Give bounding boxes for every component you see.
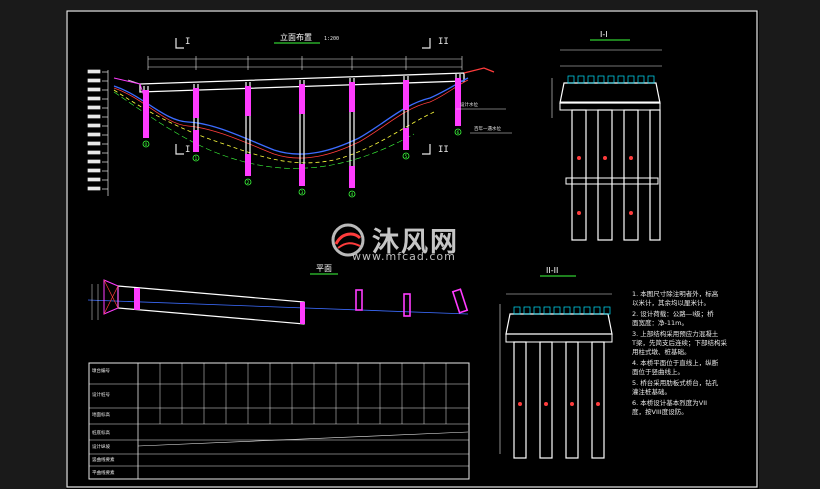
table-row-label-3: 桩底标高 [92,429,110,436]
note-line: 度，按VIII度设防。 [632,407,688,416]
pier-label-3: 3 [301,190,304,196]
elevation-view: I II I II 立面布置 1:200 [84,26,514,206]
section-I-view: I-I [546,28,672,248]
table-row-label-6: 平曲线要素 [92,469,115,476]
notes-panel: 1. 本图尺寸除注明者外，标高以米计，其余均以厘米计。 2. 设计荷载：公路—I级… [630,288,756,458]
watermark: 沐风网 www.mfcad.com [328,218,498,268]
data-table: 墩台编号 设计桩号 地面标高 桩底标高 设计纵坡 竖曲线要素 平曲线要素 [88,362,470,482]
note-line: 面位于竖曲线上。 [632,367,684,376]
pier-label-4: 4 [351,192,354,198]
section-II-title: II-II [546,266,558,275]
section-I-title: I-I [600,30,608,39]
table-row-label-2: 地面标高 [92,411,110,418]
section-I-bottom-label: I [185,145,190,155]
note-line: 面宽度：净-11m。 [632,318,688,327]
drawing-sheet [66,10,759,489]
table-row-label-1: 设计桩号 [92,391,110,398]
watermark-name: 沐风网 [372,227,459,258]
pier-label-1: 1 [195,156,198,162]
elevation-scale: 1:200 [324,36,339,42]
table-row-label-4: 设计纵坡 [92,443,110,450]
note-line: 3. 上部结构采用预应力混凝土 [632,329,719,338]
section-II-bottom-label: II [438,145,449,155]
drawing-frame [66,10,758,488]
note-line: T梁，先简支后连续；下部结构采 [631,338,727,347]
section-II-right-label: II [438,37,449,47]
note-line: 2. 设计荷载：公路—I级；桥 [632,309,714,318]
watermark-logo-icon [331,223,365,257]
note-line: 4. 本桥平面位于直线上，纵断 [632,358,719,367]
note-line: 5. 桥台采用肋板式桥台，钻孔 [632,378,719,387]
table-row-label-0: 墩台编号 [92,367,110,374]
note-line: 灌注桩基础。 [632,387,671,396]
note-line: 1. 本图尺寸除注明者外，标高 [632,289,719,298]
pier-label-6: 6 [457,130,460,136]
plan-view: 平面 [88,262,488,332]
pier-label-2: 2 [247,180,250,186]
water-level-note: 设计水位 [460,101,478,108]
pier-label-0: 0 [145,142,148,148]
pier-label-5: 5 [405,154,408,160]
elevation-title: 立面布置 [280,32,312,42]
table-row-label-5: 竖曲线要素 [92,456,115,463]
flood-level-note: 百年一遇水位 [474,125,501,132]
plan-title: 平面 [316,264,332,273]
section-I-left-label: I [185,37,190,47]
note-line: 以米计，其余均以厘米计。 [632,298,710,307]
note-line: 6. 本桥设计基本烈度为VII [632,398,707,407]
section-II-view: II-II [496,264,620,464]
watermark-url: www.mfcad.com [352,250,456,263]
note-line: 用柱式墩、桩基础。 [632,347,691,356]
